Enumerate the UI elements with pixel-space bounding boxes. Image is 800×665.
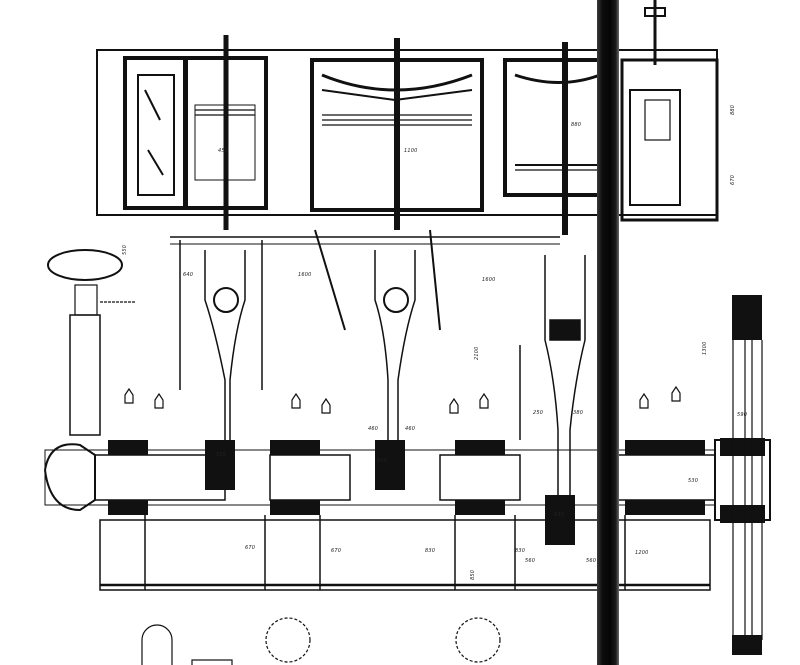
dim-col-spacing-right: 1600 bbox=[482, 277, 496, 283]
connecting-rods bbox=[179, 229, 586, 520]
dim-base-8: 1200 bbox=[635, 550, 649, 556]
cylinder-block-outline bbox=[96, 49, 718, 216]
dim-rod-right: 380 bbox=[573, 410, 584, 416]
dim-base-7: 560 bbox=[586, 558, 597, 564]
valve-chest-right bbox=[620, 0, 719, 222]
dim-base-6: 560 bbox=[525, 558, 536, 564]
dim-journal-1: 460 bbox=[368, 426, 379, 432]
dim-shaft-right: 590 bbox=[737, 412, 748, 418]
bottom-detail-views bbox=[141, 617, 501, 665]
dim-crank-2: 535 bbox=[377, 458, 388, 464]
dim-col-spacing-left: 1600 bbox=[298, 272, 312, 278]
dim-shaft-end: 530 bbox=[688, 478, 699, 484]
dim-journal-2: 460 bbox=[405, 426, 416, 432]
lubricators bbox=[124, 385, 681, 414]
dim-base-5: 830 bbox=[515, 548, 526, 554]
dim-top-right-1: 880 bbox=[730, 104, 736, 115]
dim-right-col: 1300 bbox=[702, 341, 708, 355]
dim-hp-bore: 450 bbox=[218, 148, 229, 154]
dim-crank-3: 630 bbox=[554, 512, 565, 518]
dim-base-3: 830 bbox=[425, 548, 436, 554]
right-shaft bbox=[732, 340, 763, 640]
dim-vertical-stroke: 2100 bbox=[474, 346, 480, 360]
hp-cylinder bbox=[123, 35, 268, 230]
dim-rod-label: 640 bbox=[183, 272, 194, 278]
scan-fold-shadow bbox=[597, 0, 619, 665]
governor bbox=[47, 249, 135, 436]
dim-ip-bore: 1100 bbox=[404, 148, 418, 154]
lp-cylinder bbox=[503, 42, 607, 235]
dim-governor-height: 550 bbox=[122, 244, 128, 255]
dim-top-right-2: 670 bbox=[730, 174, 736, 185]
dim-base-2: 670 bbox=[331, 548, 342, 554]
dim-crank-1: 535 bbox=[216, 452, 227, 458]
dim-rod-left: 250 bbox=[533, 410, 544, 416]
main-bearings bbox=[108, 295, 765, 655]
ip-cylinder bbox=[310, 38, 484, 230]
dim-base-1: 670 bbox=[245, 545, 256, 551]
dim-lp-bore: 880 bbox=[571, 122, 582, 128]
dim-base-4: 850 bbox=[470, 569, 476, 580]
